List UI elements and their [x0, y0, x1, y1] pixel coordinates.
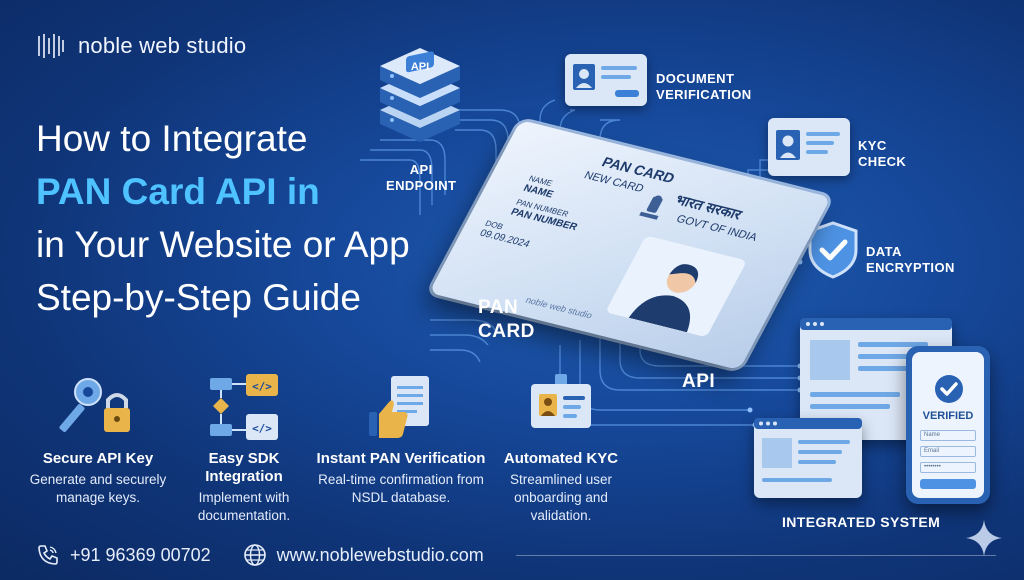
brand-name: noble web studio: [78, 33, 247, 58]
sparkle-icon: [966, 520, 1002, 556]
document-verification-card: [565, 54, 647, 106]
key-lock-icon: [59, 378, 130, 433]
id-badge-icon: [531, 374, 591, 428]
integrated-system-label: INTEGRATED SYSTEM: [782, 514, 941, 530]
form-name-field[interactable]: Name: [920, 430, 976, 441]
api-server-icon: API: [380, 48, 460, 142]
footer-phone-text: +91 96369 00702: [70, 544, 211, 565]
api-endpoint-label: API ENDPOINT: [386, 162, 457, 193]
verified-check-icon: [935, 375, 963, 403]
feature-desc-2: Implement with documentation.: [197, 490, 291, 523]
svg-text:</>: </>: [252, 422, 272, 435]
headline-line-3: in Your Website or App: [36, 224, 410, 265]
kyc-check-card: [768, 118, 850, 176]
feature-desc-1: Generate and securely manage keys.: [29, 472, 167, 505]
sdk-flow-icon: </> </>: [210, 374, 278, 440]
kyc-id-icon: [776, 130, 840, 160]
api-server-label: API: [411, 61, 429, 73]
form-password-field[interactable]: ••••••••: [920, 462, 976, 473]
phone-icon: [38, 545, 58, 565]
document-verification-label: DOCUMENT VERIFICATION: [656, 71, 752, 102]
laptop-window-illustration: [754, 418, 862, 482]
feature-automated-kyc: Automated KYC Streamlined user onboardin…: [488, 372, 634, 525]
headline: How to Integrate PAN Card API in in Your…: [36, 112, 486, 324]
form-submit-button[interactable]: [920, 479, 976, 489]
laptop-window: [754, 418, 862, 498]
thumbs-up-document-icon: [369, 376, 429, 438]
globe-icon: [243, 544, 266, 566]
verified-text: VERIFIED: [922, 410, 974, 422]
feature-desc-4: Streamlined user onboarding and validati…: [509, 472, 613, 523]
footer-website[interactable]: www.noblewebstudio.com: [243, 543, 484, 567]
feature-instant-pan: Instant PAN Verification Real-time confi…: [316, 372, 486, 507]
feature-title-4: Automated KYC: [503, 450, 619, 467]
data-encryption-label: DATA ENCRYPTION: [866, 244, 955, 275]
pan-card-photo: [605, 235, 747, 338]
form-email-field[interactable]: Email: [920, 446, 976, 457]
feature-secure-api-key: Secure API Key Generate and securely man…: [28, 372, 168, 507]
desktop-window-illustration: [800, 318, 952, 409]
brand: noble web studio: [36, 32, 246, 60]
headline-line-1: How to Integrate: [36, 118, 308, 159]
phone-screen: VERIFIED Name Email ••••••••: [912, 352, 984, 498]
pan-card: PAN CARD NEW CARD भारत सरकार GOVT OF IND…: [428, 119, 832, 371]
pan-dob-value: 09.09.2024: [477, 227, 532, 251]
svg-text:</>: </>: [252, 380, 272, 393]
feature-title-1: Secure API Key: [42, 450, 154, 467]
kyc-check-label: KYC CHECK: [858, 138, 907, 169]
shield-check-icon: [808, 221, 858, 279]
pan-card-label: PAN CARD: [478, 297, 535, 342]
api-label: API: [682, 371, 716, 392]
feature-title-3: Instant PAN Verification: [316, 450, 486, 467]
headline-line-2: PAN Card API in: [36, 171, 320, 212]
mobile-phone: VERIFIED Name Email ••••••••: [906, 346, 990, 504]
feature-title-2: Easy SDK Integration: [205, 450, 283, 485]
emblem-icon: [639, 195, 663, 220]
headline-line-4: Step-by-Step Guide: [36, 277, 361, 318]
brand-logo-icon: [38, 34, 64, 58]
footer-website-text: www.noblewebstudio.com: [276, 544, 484, 565]
feature-desc-3: Real-time confirmation from NSDL databas…: [318, 472, 484, 505]
person-photo-icon: [605, 235, 747, 338]
footer-phone[interactable]: +91 96369 00702: [36, 543, 211, 567]
footer-divider: [515, 554, 996, 556]
footer: +91 96369 00702 www.noblewebstudio.com: [36, 540, 996, 570]
feature-easy-sdk: </> </> Easy SDK Integration Implement w…: [174, 372, 314, 525]
id-document-icon: [573, 64, 639, 97]
